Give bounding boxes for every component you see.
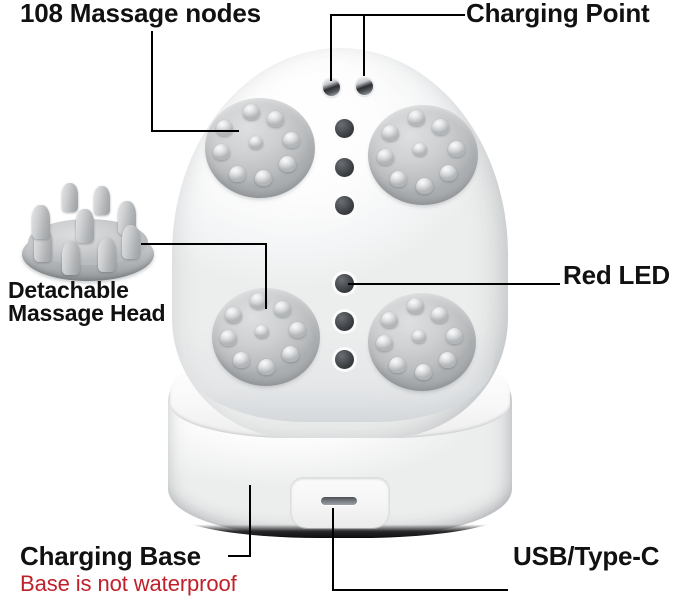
charging-contact-pin-icon	[323, 79, 340, 96]
leader-line-charging-base	[228, 555, 251, 557]
charging-contact-pin-icon	[356, 78, 373, 95]
leader-line-charging-point	[330, 14, 332, 81]
red-led-dot-icon	[335, 274, 354, 293]
led-dot-icon	[335, 350, 354, 369]
callout-label-detachable-head-line2: Massage Head	[8, 300, 166, 326]
callout-label-detachable-head-line1: Detachable	[8, 277, 129, 303]
callout-label-red-led: Red LED	[563, 260, 670, 290]
led-dot-icon	[335, 119, 354, 138]
led-dot-icon	[335, 196, 354, 215]
leader-line-massage-nodes	[151, 130, 239, 132]
leader-line-detachable-head	[265, 243, 267, 309]
massage-head-top-right	[368, 105, 478, 212]
callout-label-massage-nodes: 108 Massage nodes	[20, 0, 261, 28]
leader-line-charging-point	[330, 14, 465, 16]
led-dot-icon	[335, 158, 354, 177]
callout-label-charging-base: Charging Base	[20, 541, 201, 571]
massage-head-bottom-right	[368, 293, 476, 398]
massage-head-top-left	[205, 98, 315, 205]
detachable-massage-head-icon	[18, 183, 158, 287]
leader-line-detachable-head	[141, 243, 267, 245]
led-dot-icon	[335, 312, 354, 331]
leader-line-usb	[332, 508, 334, 591]
usb-port-icon	[321, 497, 357, 505]
leader-line-massage-nodes	[151, 31, 153, 132]
callout-note-base-not-waterproof: Base is not waterproof	[20, 571, 237, 596]
leader-line-charging-point	[363, 14, 365, 76]
leader-line-usb	[332, 589, 508, 591]
callout-label-charging-point: Charging Point	[466, 0, 650, 28]
callout-label-usb-type-c: USB/Type-C	[513, 541, 660, 571]
leader-line-red-led	[348, 283, 560, 285]
leader-line-charging-base	[249, 485, 251, 557]
